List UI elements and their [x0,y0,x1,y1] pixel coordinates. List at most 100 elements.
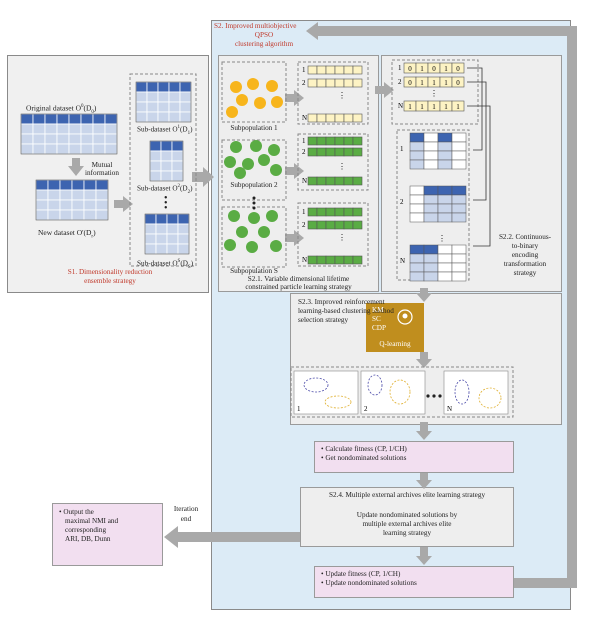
table-cell [135,111,148,123]
cluster-ellipse [303,377,329,393]
bar-cell [334,136,345,146]
s23-title-line1: S2.3. Improved reinforcement [298,298,385,306]
encoding-cell [409,271,425,282]
table-cell [95,209,109,221]
table-cell [59,209,73,221]
s21-title-line2: constrained particle learning strategy [245,283,352,291]
encoding-cell [423,244,439,255]
encoding-cell [451,150,467,161]
binary-value: 0 [456,79,460,87]
subdataset-1-label: Sub-dataset O1(D1) [137,125,193,136]
table-cell [168,101,181,113]
original-dataset-table [20,113,118,155]
iteration-label-1: Iteration [173,505,199,513]
table-cell [104,123,118,135]
bar-cell [307,220,318,230]
binary-value: 1 [444,103,448,111]
bar-row-label: 1 [302,208,306,216]
encoding-cell [451,253,467,264]
table-cell [44,143,58,155]
bar-cell [334,220,345,230]
table-cell [157,111,170,123]
bar-cell [352,176,363,186]
s24-title: S2.4. Multiple external archives elite l… [328,491,486,499]
bar-cell [325,78,336,88]
s1-title-line2: ensemble strategy [84,277,136,285]
table-cell [144,233,157,245]
table-cell [144,213,157,225]
bar-cell [316,207,327,217]
encoding-cell [437,212,453,223]
s2-title-line1: S2. Improved multiobjective [214,22,297,30]
encoding-cell [437,203,453,214]
table-cell [177,213,190,225]
table-cell [35,189,49,201]
bar-cell [352,78,363,88]
bar-cell [325,136,336,146]
encoding-row-label: 1 [400,145,404,153]
bar-cell [334,147,345,157]
output-line3: corresponding [65,526,107,534]
bar-row-label: 2 [302,221,306,229]
method-km: KM [372,306,384,314]
bar-cell [334,78,345,88]
update-line2: • Update nondominated solutions [321,579,417,587]
binary-cell [451,62,465,74]
encoding-cell [451,141,467,152]
cluster-result: N [443,370,509,415]
encoding-cell [437,262,453,273]
subpop-1-label: Subpopulation 1 [230,124,278,132]
cluster-ellipse [454,379,470,405]
bar-cell [316,136,327,146]
bar-dots: ⋮ [338,91,346,100]
encoding-cell [423,150,439,161]
table-cell [35,179,49,191]
table-cell [56,123,70,135]
table-cell [47,179,61,191]
table-cell [71,179,85,191]
encoding-table: 1 [400,132,467,170]
cluster-label: N [447,405,452,413]
subpop-2-positions: 12N⋮ [302,136,363,186]
bar-cell [343,220,354,230]
bar-cell [334,65,345,75]
cluster-label: 2 [364,405,368,413]
bar-cell [307,207,318,217]
table-cell [83,179,97,191]
table-cell [149,140,162,152]
table-cell [171,140,184,152]
binary-row-label: 2 [398,78,402,86]
table-cell [179,111,192,123]
bar-cell [343,136,354,146]
binary-value: 0 [432,65,436,73]
bar-cell [343,176,354,186]
encoding-cell [409,141,425,152]
method-cdp: CDP [372,324,386,332]
bar-row-label: 2 [302,148,306,156]
new-dataset-label: New dataset O'(Dr) [38,228,96,240]
table-border [20,113,118,155]
table-border [144,213,190,255]
table-cell [68,123,82,135]
table-cell [146,81,159,93]
table-border [149,140,184,182]
update-fitness-box: • Update fitness (CP, 1/CH) • Update non… [314,566,514,598]
table-cell [168,91,181,103]
encoding-cell [409,262,425,273]
table-cell [104,133,118,145]
table-cell [95,199,109,211]
bar-cell [325,176,336,186]
encoding-cell [451,194,467,205]
binary-value: 1 [420,103,424,111]
subpopulation-2-particles [224,140,282,179]
bar-cell [352,136,363,146]
bar-cell [334,255,345,265]
table-cell [149,170,162,182]
bar-cell [307,176,318,186]
encoding-cell [437,271,453,282]
table-cell [155,233,168,245]
cluster-result: 1 [293,370,359,415]
cluster-result: 2 [360,370,426,415]
encoding-cell [409,244,425,255]
